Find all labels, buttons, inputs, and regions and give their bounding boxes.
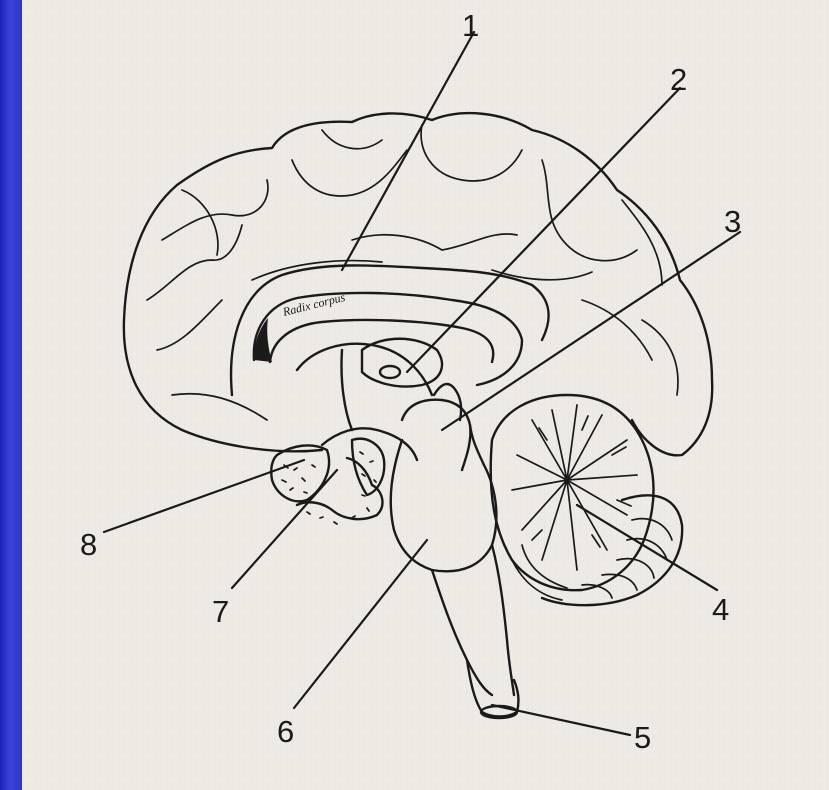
label-4: 4 <box>712 592 729 627</box>
brain-diagram: Radix corpus <box>22 0 829 790</box>
label-8: 8 <box>80 527 97 562</box>
label-1: 1 <box>462 8 479 43</box>
label-3: 3 <box>724 204 741 239</box>
label-7: 7 <box>212 594 229 629</box>
label-5: 5 <box>634 720 651 755</box>
scanned-page: Radix corpus <box>22 0 829 790</box>
label-2: 2 <box>670 62 687 97</box>
label-6: 6 <box>277 714 294 749</box>
